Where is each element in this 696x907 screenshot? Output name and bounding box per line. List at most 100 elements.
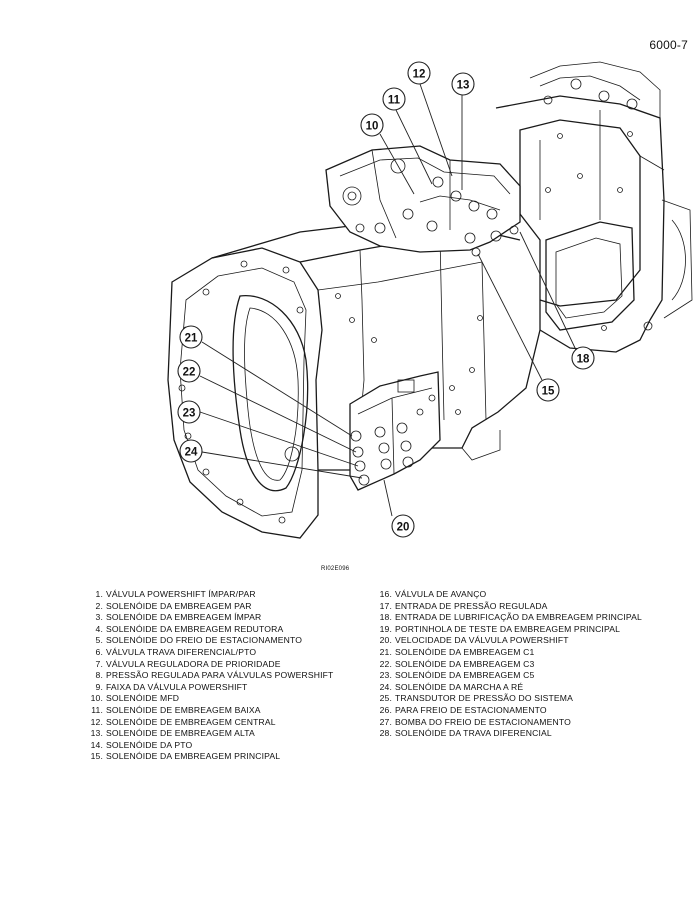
legend-item-number: 23. [379,670,392,681]
legend-item: 10.SOLENÓIDE MFD [86,693,333,705]
legend-item-number: 25. [379,693,392,704]
legend-item-text: VELOCIDADE DA VÁLVULA POWERSHIFT [395,635,569,646]
legend-item: 9.FAIXA DA VÁLVULA POWERSHIFT [86,682,333,694]
legend-item-text: SOLENÓIDE DO FREIO DE ESTACIONAMENTO [106,635,303,646]
callout-18: 18 [571,346,595,370]
legend-item-number: 15. [90,751,103,762]
callout-15: 15 [536,378,560,402]
callout-13: 13 [451,72,475,96]
legend-item-number: 16. [379,589,392,599]
svg-text:20: 20 [397,522,410,534]
legend-item-number: 8. [95,670,103,681]
legend-item: 1.VÁLVULA POWERSHIFT ÍMPAR/PAR [86,589,333,601]
callout-12: 12 [407,61,431,85]
legend-item: 27.BOMBA DO FREIO DE ESTACIONAMENTO [375,717,642,729]
legend-item-number: 22. [379,658,392,669]
legend-item-number: 2. [95,600,103,611]
legend-item: 20.VELOCIDADE DA VÁLVULA POWERSHIFT [375,635,642,647]
legend-item-number: 28. [379,728,392,739]
legend-item-text: SOLENÓIDE DA EMBREAGEM PAR [106,600,252,611]
legend-item-text: ENTRADA DE LUBRIFICAÇÃO DA EMBREAGEM PRI… [395,612,642,623]
callout-24: 24 [179,439,203,463]
svg-text:24: 24 [185,447,198,459]
callout-11: 11 [382,87,406,111]
legend-item: 4.SOLENÓIDE DA EMBREAGEM REDUTORA [86,624,333,636]
legend-item: 2.SOLENÓIDE DA EMBREAGEM PAR [86,601,333,613]
legend-item: 11.SOLENÓIDE DE EMBREAGEM BAIXA [86,705,333,717]
legend-item-text: PARA FREIO DE ESTACIONAMENTO [395,704,547,715]
legend-item: 21.SOLENÓIDE DA EMBREAGEM C1 [375,647,642,659]
legend-item-text: SOLENÓIDE DA TRAVA DIFERENCIAL [395,728,552,739]
legend-item-text: TRANSDUTOR DE PRESSÃO DO SISTEMA [395,693,573,704]
transmission-illustration: 12 13 11 10 18 15 20 21 22 23 24 [167,61,693,539]
legend-item-number: 18. [379,612,392,623]
legend-item: 7.VÁLVULA REGULADORA DE PRIORIDADE [86,659,333,671]
callout-10: 10 [360,113,384,137]
legend-item-text: SOLENÓIDE DA MARCHA A RÉ [395,681,524,692]
legend-item-text: SOLENÓIDE DA EMBREAGEM PRINCIPAL [106,751,281,762]
svg-text:15: 15 [542,386,555,398]
legend-item-number: 20. [379,635,392,646]
legend-item-number: 6. [95,646,103,657]
legend-item-number: 11. [91,704,103,715]
legend-item: 13.SOLENÓIDE DE EMBREAGEM ALTA [86,728,333,740]
callout-21: 21 [179,325,203,349]
legend-item: 12.SOLENÓIDE DE EMBREAGEM CENTRAL [86,717,333,729]
legend-item-number: 9. [95,681,103,692]
legend-item-text: SOLENÓIDE DA EMBREAGEM C1 [395,646,535,657]
svg-text:23: 23 [183,408,196,420]
legend-item-text: PORTINHOLA DE TESTE DA EMBREAGEM PRINCIP… [395,623,621,634]
legend-item: 16.VÁLVULA DE AVANÇO [375,589,642,601]
legend-item: 26.PARA FREIO DE ESTACIONAMENTO [375,705,642,717]
legend-item: 19.PORTINHOLA DE TESTE DA EMBREAGEM PRIN… [375,624,642,636]
legend-item-text: VÁLVULA DE AVANÇO [395,589,487,599]
legend-item-number: 10. [90,693,103,704]
legend-item: 24.SOLENÓIDE DA MARCHA A RÉ [375,682,642,694]
housing-outline [167,61,693,539]
legend-item-number: 17. [379,600,392,611]
legend-item-text: SOLENÓIDE DA EMBREAGEM ÍMPAR [106,612,262,623]
svg-text:13: 13 [457,80,470,92]
legend-item-text: SOLENÓIDE DA EMBREAGEM C5 [395,670,535,681]
legend-item-text: VÁLVULA POWERSHIFT ÍMPAR/PAR [106,589,256,599]
svg-text:18: 18 [577,354,590,366]
legend-item-number: 21. [379,646,392,657]
legend-item-number: 26. [379,704,392,715]
page-number: 6000-7 [649,38,688,52]
svg-text:22: 22 [183,367,196,379]
legend-item-number: 27. [379,716,392,727]
legend-item-text: FAIXA DA VÁLVULA POWERSHIFT [106,681,248,692]
legend-item: 3.SOLENÓIDE DA EMBREAGEM ÍMPAR [86,612,333,624]
legend-item-number: 14. [90,739,103,750]
callout-20: 20 [391,514,415,538]
legend-item-number: 7. [95,658,103,669]
legend-item-text: SOLENÓIDE DA PTO [106,739,193,750]
legend-item: 28.SOLENÓIDE DA TRAVA DIFERENCIAL [375,728,642,740]
legend-item: 25.TRANSDUTOR DE PRESSÃO DO SISTEMA [375,693,642,705]
legend-item-number: 3. [95,612,103,623]
legend-item: 23.SOLENÓIDE DA EMBREAGEM C5 [375,670,642,682]
legend-item: 8.PRESSÃO REGULADA PARA VÁLVULAS POWERSH… [86,670,334,682]
legend-item: 6.VÁLVULA TRAVA DIFERENCIAL/PTO [86,647,333,659]
legend-item-number: 12. [90,716,103,727]
legend-item-text: VÁLVULA TRAVA DIFERENCIAL/PTO [106,646,257,657]
legend-item-text: BOMBA DO FREIO DE ESTACIONAMENTO [395,716,571,727]
legend-item-text: PRESSÃO REGULADA PARA VÁLVULAS POWERSHIF… [106,670,334,681]
legend-item-number: 4. [95,623,103,634]
svg-text:10: 10 [366,121,379,133]
callout-22: 22 [177,359,201,383]
legend-item-text: SOLENÓIDE DE EMBREAGEM CENTRAL [106,716,276,727]
legend-item: 5.SOLENÓIDE DO FREIO DE ESTACIONAMENTO [86,635,333,647]
legend-item-text: SOLENÓIDE DE EMBREAGEM ALTA [106,728,255,739]
svg-text:12: 12 [413,69,426,81]
legend-item-text: ENTRADA DE PRESSÃO REGULADA [395,600,548,611]
legend-item-text: SOLENÓIDE MFD [106,693,180,704]
legend-item-text: SOLENÓIDE DA EMBREAGEM REDUTORA [106,623,284,634]
legend-item: 15.SOLENÓIDE DA EMBREAGEM PRINCIPAL [86,751,333,763]
legend-item: 18.ENTRADA DE LUBRIFICAÇÃO DA EMBREAGEM … [375,612,642,624]
legend-item-text: SOLENÓIDE DA EMBREAGEM C3 [395,658,535,669]
legend-item-number: 1. [95,589,103,599]
svg-text:21: 21 [185,333,198,345]
legend-item-text: SOLENÓIDE DE EMBREAGEM BAIXA [106,704,261,715]
